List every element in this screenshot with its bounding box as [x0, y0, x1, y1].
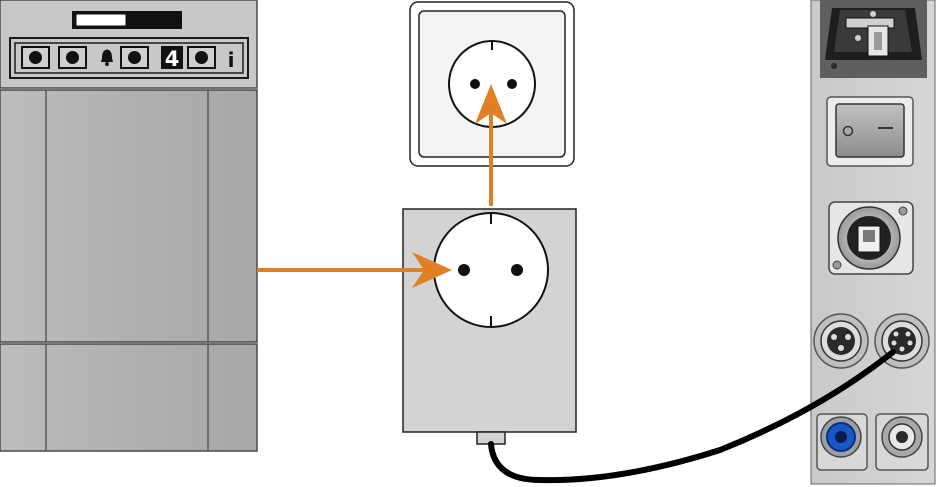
switch-off-mark [842, 125, 854, 137]
button-icon [128, 51, 141, 64]
arrow-appliance-to-adapter [257, 252, 452, 288]
adapter-socket-pin-hole [458, 264, 470, 276]
display-digit: 4 [165, 47, 180, 71]
wall-socket-pin-hole [470, 79, 480, 89]
appliance-body-lower [0, 343, 258, 452]
gray-port[interactable] [875, 413, 929, 471]
appliance-body-upper [0, 89, 258, 343]
adapter-socket-pin-hole [511, 264, 523, 276]
button-icon [66, 51, 79, 64]
button-icon [195, 51, 208, 64]
adapter [402, 208, 577, 445]
appliance-button-2[interactable] [58, 46, 87, 69]
rear-panel-circular-connector-left[interactable] [813, 313, 869, 369]
appliance-indicator-window [75, 13, 127, 27]
adapter-cable [488, 349, 896, 484]
appliance-button-3[interactable] [120, 46, 149, 69]
power-switch[interactable] [826, 96, 914, 167]
info-icon[interactable]: i [228, 48, 235, 72]
rear-panel [810, 0, 936, 485]
rear-panel-fan-module [820, 0, 927, 78]
arrow-adapter-to-wall-socket [475, 84, 507, 206]
appliance-button-4[interactable] [187, 46, 216, 69]
appliance: 4 i [0, 0, 258, 452]
blue-port[interactable] [816, 413, 868, 471]
appliance-button-1[interactable] [21, 46, 50, 69]
usb-connector[interactable] [828, 201, 914, 275]
appliance-digit-display: 4 [161, 46, 183, 71]
button-icon [29, 51, 42, 64]
bell-icon [101, 49, 113, 66]
wall-socket-pin-hole [507, 79, 517, 89]
